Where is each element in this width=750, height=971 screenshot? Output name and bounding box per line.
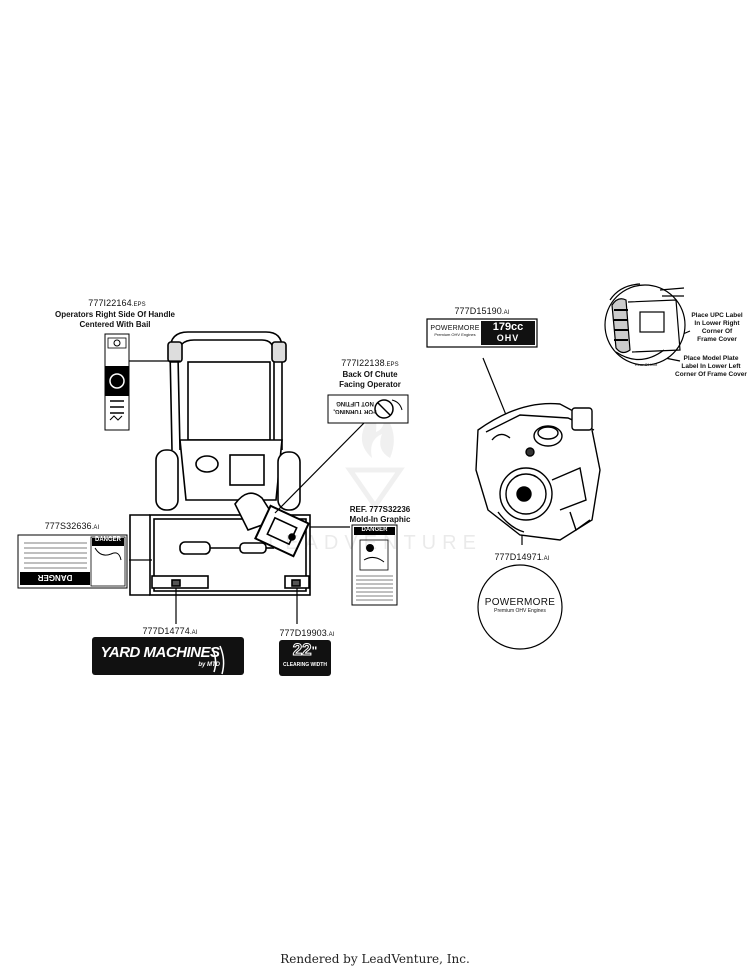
- chute-caption: Back Of Chute Facing Operator: [320, 370, 420, 390]
- chute-part: 777I22138: [341, 358, 385, 368]
- upc-note-line1: Place UPC Label: [691, 312, 743, 319]
- engine-label-brand: POWERMORE Premium OHV Engines: [430, 325, 480, 337]
- chute-decal-graphic: [327, 394, 409, 424]
- rear-detail-view: [604, 283, 686, 366]
- mold-in-caption-line1: REF. 777S32236: [349, 505, 411, 514]
- engine-round-graphic: [477, 564, 563, 650]
- upc-note-line2: In Lower Right: [694, 320, 740, 327]
- engine-round-brand-sub: Premium OHV Engines: [494, 608, 546, 614]
- width-number-value: 22: [292, 640, 312, 660]
- handle-caption-line1: Operators Right Side Of Handle: [54, 310, 175, 319]
- width-part-number: 777D19903.AI: [275, 628, 339, 638]
- model-plate-line3: Corner Of Frame Cover: [675, 371, 747, 378]
- upc-note-line4: Frame Cover: [697, 336, 737, 343]
- engine-round-ext: .AI: [541, 556, 550, 562]
- brand-decal-graphic: [92, 637, 244, 675]
- handle-part-number: 777I22164.EPS: [85, 298, 149, 308]
- footer-credit: Rendered by LeadVenture, Inc.: [280, 952, 470, 966]
- upc-note-line3: Corner Of: [701, 328, 733, 335]
- engine-label-spec: 179cc OHV: [481, 321, 535, 343]
- model-plate-line1: Place Model Plate: [683, 355, 739, 362]
- handle-part: 777I22164: [88, 298, 132, 308]
- watermark-text: LEADVENTURE: [268, 532, 482, 554]
- model-plate-line2: Label In Lower Left: [681, 363, 741, 370]
- engine: [475, 402, 601, 541]
- brand-ext: .AI: [189, 630, 198, 636]
- danger-left-part: 777S32636: [44, 521, 92, 531]
- handle-ext: .EPS: [131, 302, 146, 308]
- danger-left-banner: DANGER: [37, 573, 73, 582]
- handle-decal-graphic: [104, 333, 130, 431]
- chute-part-number: 777I22138.EPS: [338, 358, 402, 368]
- danger-left-decal-word: DANGER: [94, 537, 121, 543]
- engine-round-part-number: 777D14971.AI: [490, 552, 554, 562]
- mold-in-caption: REF. 777S32236 Mold-In Graphic: [330, 505, 430, 525]
- model-plate-note: Place Model Plate Label In Lower Left Co…: [672, 355, 750, 379]
- handle-caption: Operators Right Side Of Handle Centered …: [40, 310, 190, 330]
- width-ext: .AI: [326, 632, 335, 638]
- brand-part: 777D14774: [142, 626, 190, 636]
- mold-in-caption-line2: Mold-In Graphic: [349, 515, 411, 524]
- engine-label-displacement: 179cc: [492, 321, 524, 333]
- chute-decal-text2: NOT LIFTING: [336, 400, 374, 406]
- engine-round-brand: POWERMORE Premium OHV Engines: [482, 597, 558, 614]
- danger-left-part-number: 777S32636.AI: [40, 521, 104, 531]
- brand-text: YARD MACHINES: [100, 644, 220, 661]
- mold-in-decal-graphic: [351, 524, 398, 606]
- handle-caption-line2: Centered With Bail: [79, 320, 151, 329]
- engine-label-part-number: 777D15190.AI: [450, 306, 514, 316]
- brand-sub: by MTD: [198, 662, 220, 668]
- chute-decal-text1: FOR TURNING,: [333, 408, 377, 414]
- watermark-logo: [345, 414, 405, 511]
- engine-round-brand-text: POWERMORE: [484, 597, 556, 608]
- mold-in-decal-word: DANGER: [361, 527, 388, 533]
- danger-decal-graphic: [17, 534, 128, 589]
- engine-label-ext: .AI: [501, 310, 510, 316]
- width-part: 777D19903: [279, 628, 327, 638]
- engine-label-brand-text: POWERMORE: [430, 325, 480, 332]
- engine-label-brand-sub: Premium OHV Engines: [434, 332, 476, 337]
- engine-round-part: 777D14971: [494, 552, 542, 562]
- chute-decal-text: FOR TURNING, NOT LIFTING: [333, 399, 377, 415]
- chute-caption-line1: Back Of Chute: [342, 370, 398, 379]
- width-sub: CLEARING WIDTH: [283, 662, 327, 668]
- chute-caption-line2: Facing Operator: [339, 380, 401, 389]
- chute-ext: .EPS: [384, 362, 399, 368]
- brand-part-number: 777D14774.AI: [138, 626, 202, 636]
- width-unit: ": [311, 644, 318, 658]
- rear-of-unit-label: Rear Of Unit: [634, 362, 658, 367]
- upc-note: Place UPC Label In Lower Right Corner Of…: [684, 312, 750, 344]
- danger-left-ext: .AI: [91, 525, 100, 531]
- engine-label-part: 777D15190: [454, 306, 502, 316]
- snow-thrower: [129, 331, 311, 596]
- width-number: 22": [282, 640, 328, 661]
- engine-label-type: OHV: [496, 333, 520, 343]
- engine-label-graphic: [426, 318, 538, 348]
- width-decal-graphic: [279, 640, 331, 676]
